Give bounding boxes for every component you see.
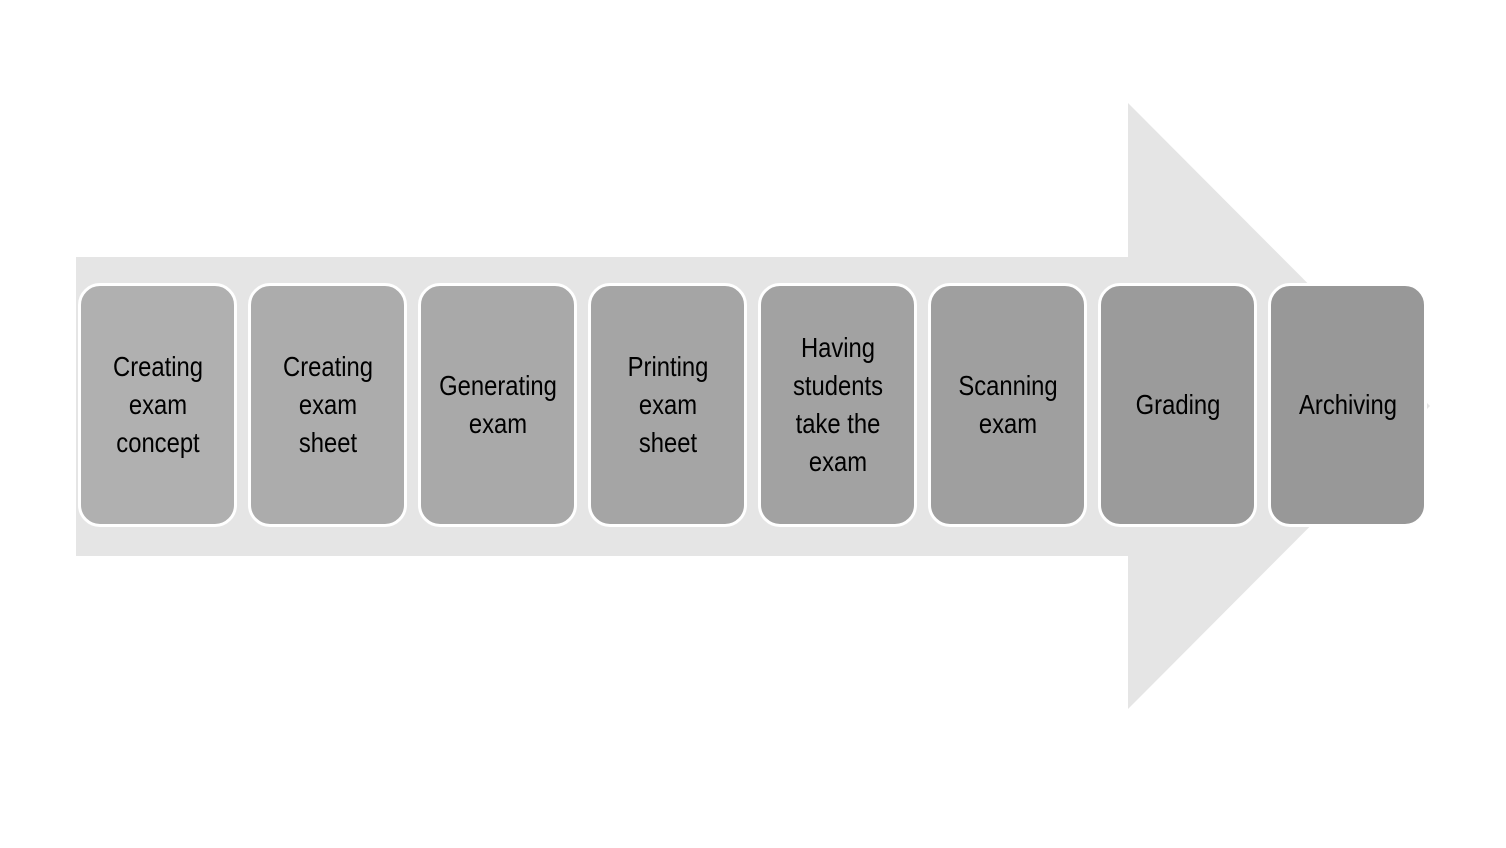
- process-step-box: Creating exam sheet: [248, 283, 407, 527]
- process-step-box: Creating exam concept: [78, 283, 237, 527]
- process-step-box: Scanning exam: [928, 283, 1087, 527]
- process-step-box: Printing exam sheet: [588, 283, 747, 527]
- process-step-label: Printing exam sheet: [627, 351, 708, 458]
- process-step-label: Generating exam: [438, 370, 557, 439]
- process-step-label: Creating exam concept: [112, 351, 203, 458]
- process-step-label: Grading: [1135, 389, 1220, 420]
- process-step-box: Archiving: [1268, 283, 1427, 527]
- process-steps: Creating exam concept Creating exam shee…: [78, 283, 1427, 527]
- process-step-label: Having students take the exam: [792, 332, 883, 477]
- process-step-label: Archiving: [1298, 389, 1397, 420]
- process-step-box: Grading: [1098, 283, 1257, 527]
- process-step-box: Generating exam: [418, 283, 577, 527]
- process-step-box: Having students take the exam: [758, 283, 917, 527]
- process-step-label: Scanning exam: [957, 370, 1058, 439]
- process-step-label: Creating exam sheet: [282, 351, 373, 458]
